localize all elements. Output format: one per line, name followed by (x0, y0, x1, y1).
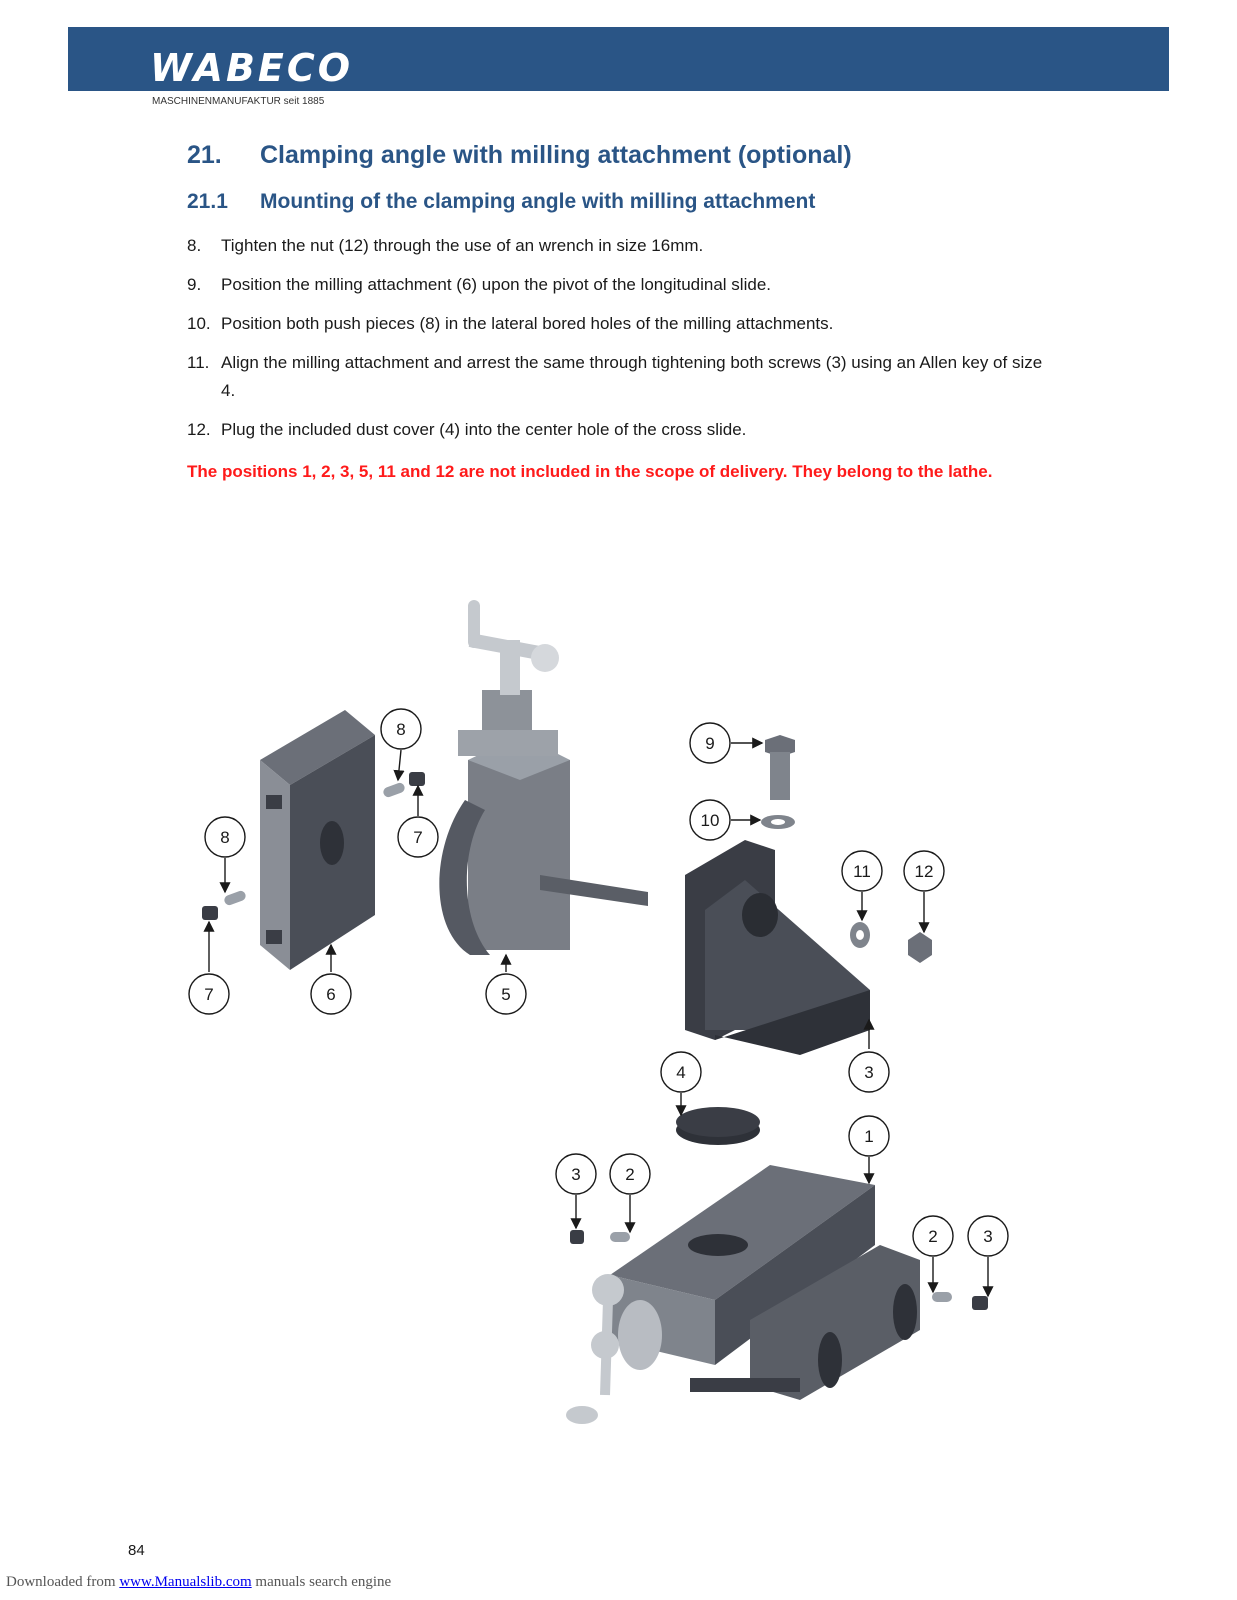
callout-label: 3 (571, 1165, 580, 1184)
manualslib-link[interactable]: www.Manualslib.com (119, 1574, 252, 1590)
section-number: 21. (187, 141, 222, 169)
step-number: 12. (187, 420, 211, 439)
callout-8-left: 8 (204, 816, 246, 858)
handwheel-part (566, 1274, 662, 1424)
step-number: 10. (187, 314, 211, 333)
bolt-and-washer (761, 735, 795, 829)
step-item: 11. Align the milling attachment and arre… (187, 349, 1057, 405)
callout-label: 11 (853, 862, 871, 881)
callout-label: 9 (705, 734, 714, 753)
subsection-title: Mounting of the clamping angle with mill… (260, 190, 816, 213)
step-text: Tighten the nut (12) through the use of … (221, 236, 704, 255)
step-list: 8. Tighten the nut (12) through the use o… (187, 232, 1057, 455)
callout-3-angle: 3 (848, 1051, 890, 1093)
milling-column-part (439, 600, 648, 955)
callout-label: 1 (864, 1127, 873, 1146)
callout-1: 1 (848, 1115, 890, 1157)
footer-prefix: Downloaded from (6, 1574, 120, 1590)
callout-label: 2 (928, 1227, 937, 1246)
callout-label: 2 (625, 1165, 634, 1184)
callout-label: 6 (326, 985, 335, 1004)
callout-2-lower-right: 2 (912, 1215, 954, 1257)
step-item: 12. Plug the included dust cover (4) into… (187, 416, 1057, 444)
footer-suffix: manuals search engine (251, 1574, 392, 1590)
page-number: 84 (128, 1542, 145, 1559)
callout-label: 4 (676, 1063, 685, 1082)
callout-12: 12 (903, 850, 945, 892)
callout-label: 3 (983, 1227, 992, 1246)
callout-9: 9 (689, 722, 731, 764)
callout-label: 7 (204, 985, 213, 1004)
callout-label: 8 (396, 720, 405, 739)
callout-6: 6 (310, 973, 352, 1015)
logo-tagline: MASCHINENMANUFAKTUR seit 1885 (152, 96, 325, 107)
callout-label: 5 (501, 985, 510, 1004)
clamping-plate-part (260, 710, 375, 970)
step-item: 10. Position both push pieces (8) in the … (187, 310, 1057, 338)
callout-8-upper: 8 (380, 708, 422, 750)
cross-slide-part (610, 1165, 920, 1400)
callout-2-lower-left: 2 (609, 1153, 651, 1195)
step-item: 9. Position the milling attachment (6) up… (187, 271, 1057, 299)
header-bar (68, 27, 1169, 91)
step-text: Position both push pieces (8) in the lat… (221, 314, 834, 333)
step-number: 9. (187, 275, 202, 294)
subsection-heading: 21.1 Mounting of the clamping angle with … (187, 190, 815, 214)
step-text: Plug the included dust cover (4) into th… (221, 420, 747, 439)
washer-and-nut (850, 922, 932, 963)
push-pieces-and-screws (202, 772, 425, 920)
callout-label: 8 (220, 828, 229, 847)
callout-label: 10 (701, 811, 720, 830)
callout-label: 12 (915, 862, 934, 881)
callout-10: 10 (689, 799, 731, 841)
section-heading: 21. Clamping angle with milling attachmen… (187, 141, 852, 170)
step-item: 8. Tighten the nut (12) through the use o… (187, 232, 1057, 260)
step-number: 8. (187, 236, 202, 255)
subsection-number: 21.1 (187, 190, 228, 213)
dust-cover-part (676, 1107, 760, 1145)
callout-7-upper: 7 (397, 816, 439, 858)
callout-3-lower-left: 3 (555, 1153, 597, 1195)
download-footer: Downloaded from www.Manualslib.com manua… (6, 1574, 391, 1591)
section-title: Clamping angle with milling attachment (… (260, 141, 852, 169)
delivery-scope-note: The positions 1, 2, 3, 5, 11 and 12 are … (187, 462, 993, 481)
callout-7-lower: 7 (188, 973, 230, 1015)
step-text: Align the milling attachment and arrest … (221, 353, 1043, 400)
callout-11: 11 (841, 850, 883, 892)
lower-screws (570, 1230, 988, 1310)
exploded-assembly-drawing: 8 8 7 7 6 5 9 10 11 12 4 3 (188, 600, 1009, 1424)
callout-3-lower-right: 3 (967, 1215, 1009, 1257)
clamping-angle-part (685, 840, 870, 1055)
step-number: 11. (187, 353, 210, 372)
wabeco-logo: WABECO (150, 46, 354, 90)
callout-label: 7 (413, 828, 422, 847)
callout-leaders (203, 737, 994, 1298)
callout-label: 3 (864, 1063, 873, 1082)
callout-4: 4 (660, 1051, 702, 1093)
step-text: Position the milling attachment (6) upon… (221, 275, 771, 294)
callout-5: 5 (485, 973, 527, 1015)
